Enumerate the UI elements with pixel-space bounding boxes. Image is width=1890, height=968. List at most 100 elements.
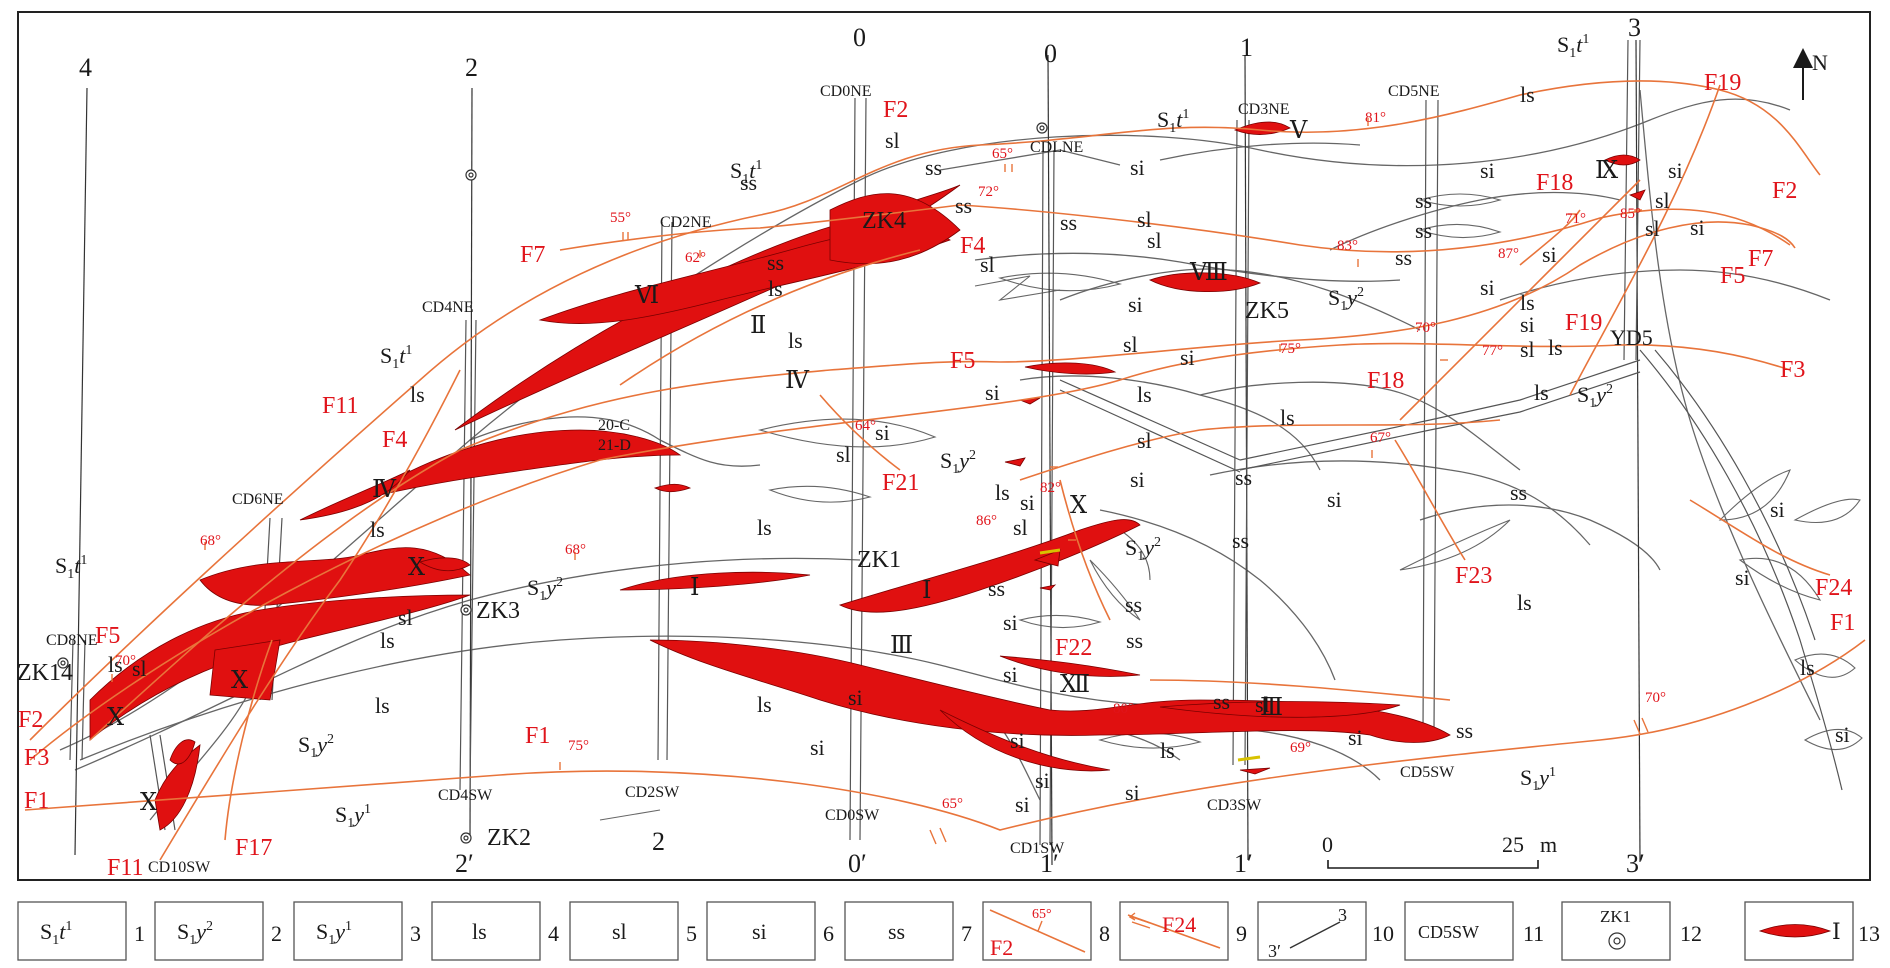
rock-ls: ls (757, 515, 772, 540)
rock-ls: ls (1520, 82, 1535, 107)
legend-box-2 (154, 901, 264, 961)
rock-si: si (1125, 780, 1140, 805)
legend-f2: F2 (990, 935, 1013, 960)
section-3: 3 (1628, 13, 1641, 42)
rock-ss: ss (925, 155, 942, 180)
drift-cd3sw: CD3SW (1207, 797, 1262, 814)
section-1-end: 1′ (1040, 849, 1059, 878)
legend: S1t1 1 S1y2 2 S1y1 3 ls 4 sl 5 si 6 ss 7… (17, 901, 1880, 961)
drift-cd8ne: CD8NE (46, 632, 98, 649)
drift-cd2ne: CD2NE (660, 214, 712, 231)
section-3-end: 3′ (1626, 849, 1645, 878)
dip-angle: 62° (685, 250, 706, 266)
rock-si: si (1735, 565, 1750, 590)
legend-cd5sw: CD5SW (1418, 922, 1479, 942)
legend-3prime: 3′ (1268, 941, 1281, 961)
rock-sl: sl (1137, 207, 1152, 232)
north-arrow: N (1793, 48, 1828, 100)
legend-dip: 65° (1032, 907, 1052, 922)
fault-label-f17: F17 (235, 835, 272, 861)
rock-ls: ls (380, 628, 395, 653)
rock-si: si (810, 735, 825, 760)
scale-zero: 0 (1322, 832, 1333, 857)
section-2: 2 (465, 53, 478, 82)
legend-box-11 (1404, 901, 1514, 961)
dip-angle: 65° (992, 146, 1013, 162)
rock-ls: ls (375, 693, 390, 718)
fault-label-f5: F5 (1720, 263, 1745, 289)
borehole-zk14: ZK14 (17, 660, 73, 686)
legend-box-10 (1257, 901, 1367, 961)
legend-num-11: 11 (1523, 921, 1544, 946)
fault-F7-line (559, 204, 1791, 253)
rock-ls: ls (757, 692, 772, 717)
rock-si: si (1003, 610, 1018, 635)
legend-box-7 (844, 901, 954, 961)
rock-ss: ss (1126, 628, 1143, 653)
legend-f24: F24 (1162, 912, 1196, 937)
dip-angle: 68° (200, 533, 221, 549)
drift-21d: 21-D (598, 437, 631, 454)
fault-label-f11: F11 (322, 393, 358, 419)
orebody-vi: Ⅵ (634, 283, 659, 309)
fault-label-f24: F24 (1815, 575, 1852, 601)
section-2-end: 2 (652, 827, 665, 856)
dip-angle: 65° (942, 796, 963, 812)
fault-F2-line (29, 80, 1821, 741)
borehole-markers (57, 122, 1048, 844)
drift-cd4ne: CD4NE (422, 299, 474, 316)
dip-angle: 81° (1365, 110, 1386, 126)
rock-si: si (875, 420, 890, 445)
fault-label-f7: F7 (520, 242, 545, 268)
rock-sl: sl (1123, 332, 1138, 357)
drift-20c: 20-C (598, 417, 630, 434)
rock-sl: sl (1520, 337, 1535, 362)
drift-cd4sw: CD4SW (438, 787, 493, 804)
rock-sl: sl (1013, 515, 1028, 540)
rock-si: si (985, 380, 1000, 405)
dip-angle: 68° (565, 542, 586, 558)
rock-si: si (1130, 467, 1145, 492)
rock-sl: sl (1255, 692, 1270, 717)
rock-sl: sl (1645, 216, 1660, 241)
orebody-labels: Ⅴ Ⅸ Ⅵ Ⅷ Ⅱ Ⅳ Ⅳ Ⅹ Ⅹ Ⅹ Ⅹ Ⅹ Ⅰ Ⅰ Ⅲ Ⅲ Ⅻ (107, 118, 1619, 816)
legend-si: si (752, 919, 767, 944)
legend-num-6: 6 (823, 921, 834, 946)
north-label: N (1812, 50, 1828, 75)
rock-sl: sl (980, 252, 995, 277)
fault-label-f18: F18 (1536, 170, 1573, 196)
dip-angle: 67° (1370, 430, 1391, 446)
dip-angle: 71° (1565, 211, 1586, 227)
legend-num-10: 10 (1372, 921, 1394, 946)
rock-sl: sl (1655, 188, 1670, 213)
orebody-viii: Ⅷ (1189, 260, 1228, 286)
fault-label-f5: F5 (950, 348, 975, 374)
rock-ls: ls (108, 652, 123, 677)
legend-box-6 (706, 901, 816, 961)
rock-si: si (848, 685, 863, 710)
section-labels: 4 2 0 0 1 3 2′ 2 0′ 1′ 1′ 3′ (79, 13, 1645, 878)
rock-si: si (1520, 312, 1535, 337)
scale-end: 25 (1502, 832, 1524, 857)
orebody-x: Ⅹ (408, 555, 425, 581)
fault-label-f19: F19 (1565, 310, 1602, 336)
fault-F22-line (1059, 479, 1111, 621)
fault-F5-line (89, 221, 1796, 741)
accent-yellow (1039, 548, 1261, 762)
dip-angle: 55° (610, 210, 631, 226)
rock-sl: sl (398, 605, 413, 630)
legend-num-9: 9 (1236, 921, 1247, 946)
dip-angle: 80° (1113, 701, 1134, 717)
rock-ls: ls (1548, 335, 1563, 360)
drift-cdlne: CDLNE (1030, 139, 1083, 156)
rock-ls: ls (1280, 405, 1295, 430)
rock-ss: ss (1060, 210, 1077, 235)
fault-label-f1: F1 (1830, 610, 1855, 636)
rock-ss: ss (988, 576, 1005, 601)
fault-label-f3: F3 (24, 745, 49, 771)
legend-num-7: 7 (961, 921, 972, 946)
fault-F23-line (1394, 439, 1466, 561)
dip-angle: 87° (1498, 246, 1519, 262)
fault-label-f2: F2 (1772, 178, 1797, 204)
